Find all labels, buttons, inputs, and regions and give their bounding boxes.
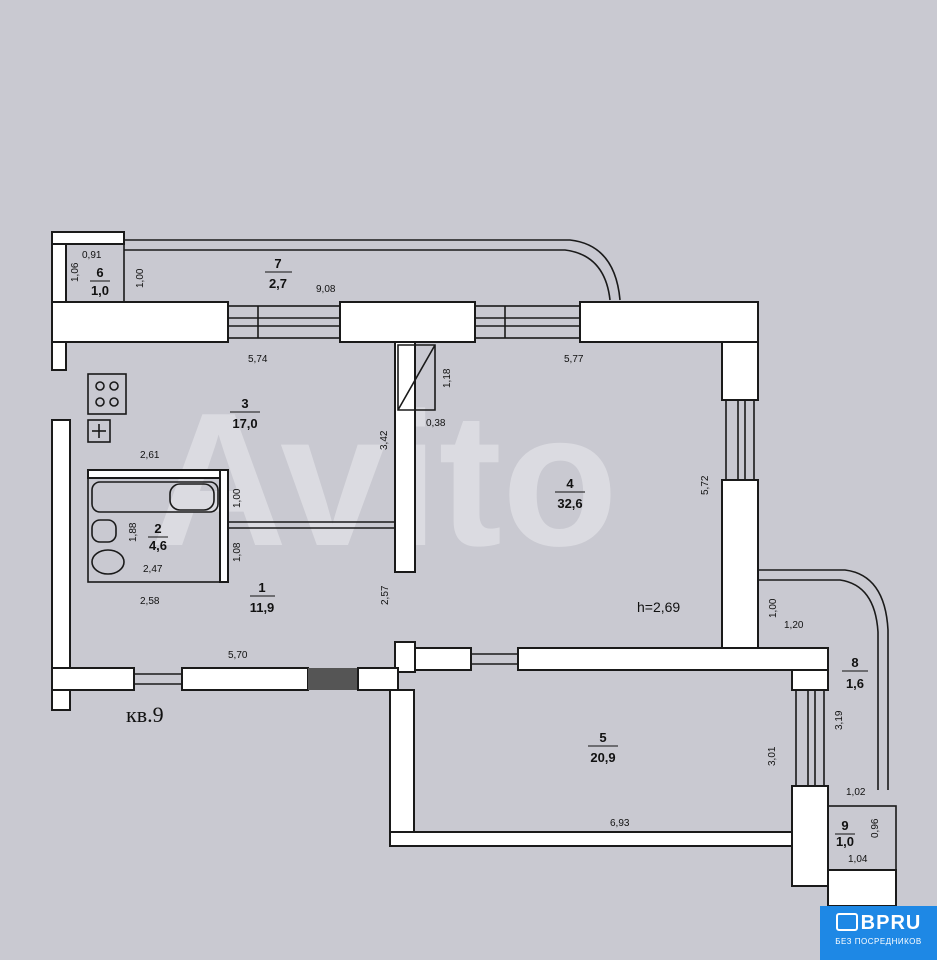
- window-kitchen: [227, 305, 341, 339]
- room-area: 4,6: [149, 538, 167, 553]
- apartment-label: кв.9: [126, 702, 164, 727]
- room-label-9: 9 1,0: [835, 818, 855, 849]
- dim-label: 1,08: [232, 542, 243, 562]
- dim-label: 0,91: [82, 250, 102, 261]
- dim-label: 2,61: [140, 450, 160, 461]
- dim-label: 6,93: [610, 818, 630, 829]
- wall: [219, 469, 229, 583]
- room-area: 11,9: [250, 600, 275, 615]
- wall: [51, 667, 135, 691]
- dim-label: 1,00: [768, 598, 779, 618]
- bathtub-icon: [91, 481, 219, 513]
- wall: [721, 479, 759, 649]
- dim-label: 2,57: [380, 585, 391, 605]
- room-label-3: 3 17,0: [230, 396, 260, 431]
- wall: [357, 667, 399, 691]
- dim-label: 5,70: [228, 650, 248, 661]
- room-area: 1,0: [91, 283, 109, 298]
- window-room-4-east: [725, 399, 755, 481]
- vent-shaft: [397, 344, 436, 411]
- dim-label: 5,74: [248, 354, 268, 365]
- dim-label: 3,01: [767, 746, 778, 766]
- room-area: 32,6: [557, 496, 582, 511]
- dim-label: 3,42: [379, 430, 390, 450]
- wall: [51, 301, 229, 343]
- wall: [181, 667, 309, 691]
- wall: [414, 647, 472, 671]
- dim-label: 1,02: [846, 787, 866, 798]
- dim-label: 3,19: [834, 710, 845, 730]
- wall: [389, 689, 415, 841]
- dim-label: 1,00: [135, 268, 146, 288]
- room-area: 20,9: [590, 750, 615, 765]
- room-label-5: 5 20,9: [588, 730, 618, 765]
- loggia-8-rail-inner: [758, 579, 879, 790]
- dim-label: 1,06: [70, 262, 81, 282]
- room-number: 6: [96, 265, 103, 280]
- room-label-2: 2 4,6: [148, 521, 168, 553]
- room-number: 5: [599, 730, 606, 745]
- window-room-4: [474, 305, 581, 339]
- room-number: 4: [566, 476, 574, 491]
- column-hatch: [308, 668, 358, 690]
- dim-label: 2,47: [143, 564, 163, 575]
- room-area: 1,0: [836, 834, 854, 849]
- dim-label: 0,38: [426, 418, 446, 429]
- badge-title-text: BPRU: [860, 912, 922, 934]
- ceiling-height: h=2,69: [637, 599, 680, 615]
- stove-icon: [87, 373, 127, 415]
- dim-label: 1,04: [848, 854, 868, 865]
- loggia-8-rail: [758, 569, 889, 790]
- window-room-5: [795, 689, 825, 787]
- entrance-door: [134, 673, 182, 685]
- bpru-badge[interactable]: BPRU БЕЗ ПОСРЕДНИКОВ: [820, 906, 937, 960]
- room-label-1: 1 11,9: [250, 580, 275, 615]
- room-number: 8: [851, 655, 858, 670]
- room-label-6: 6 1,0: [90, 265, 110, 298]
- balcony-7-rail-inner: [124, 249, 611, 301]
- room-number: 7: [274, 256, 281, 271]
- room-area: 2,7: [269, 276, 287, 291]
- dim-label: 5,72: [700, 475, 711, 495]
- room-number: 1: [258, 580, 265, 595]
- dim-label: 1,20: [784, 620, 804, 631]
- dim-label: 9,08: [316, 284, 336, 295]
- people-icon: [835, 913, 858, 931]
- room-number: 9: [841, 818, 848, 833]
- toilet-icon: [91, 519, 125, 575]
- badge-subtitle: БЕЗ ПОСРЕДНИКОВ: [835, 937, 922, 946]
- room-label-4: 4 32,6: [555, 476, 585, 511]
- sink-icon: [87, 419, 111, 443]
- wall: [87, 469, 229, 479]
- badge-title: BPRU: [820, 912, 937, 935]
- wall: [517, 647, 829, 671]
- room-area: 1,6: [846, 676, 864, 691]
- wall: [791, 669, 829, 691]
- dim-label: 0,96: [870, 818, 881, 838]
- wall: [51, 419, 71, 711]
- dim-label: 1,18: [442, 368, 453, 388]
- wall: [579, 301, 759, 343]
- wall: [389, 831, 795, 847]
- wall: [721, 341, 759, 401]
- wall: [827, 869, 897, 907]
- door-room-5: [471, 653, 518, 665]
- dim-label: 2,58: [140, 596, 160, 607]
- wall: [51, 231, 125, 245]
- wall: [339, 301, 476, 343]
- dim-label: 1,00: [232, 488, 243, 508]
- balcony-7-rail: [124, 239, 621, 301]
- room-area: 17,0: [232, 416, 257, 431]
- room-label-7: 7 2,7: [265, 256, 292, 291]
- room-number: 3: [241, 396, 248, 411]
- wall: [394, 341, 416, 573]
- room-label-8: 8 1,6: [842, 655, 868, 691]
- dim-label: 1,88: [128, 522, 139, 542]
- room-number: 2: [154, 521, 161, 536]
- wall: [791, 785, 829, 887]
- dim-label: 5,77: [564, 354, 584, 365]
